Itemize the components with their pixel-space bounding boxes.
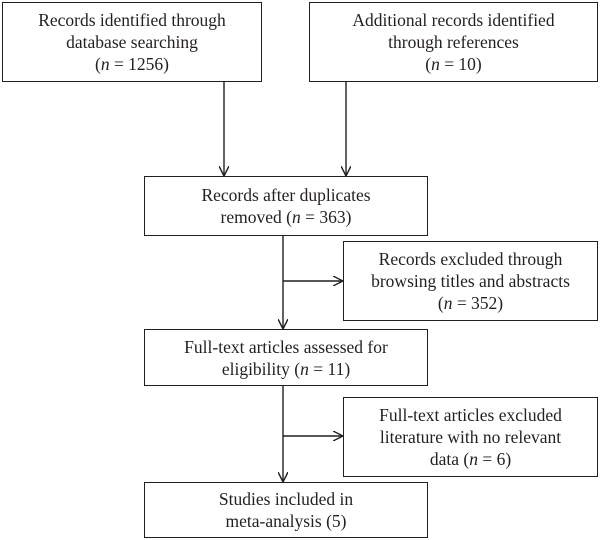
box-line: literature with no relevant (379, 427, 562, 447)
box-line: Full-text articles assessed for (184, 336, 388, 357)
box-studies-included: Studies included in meta-analysis (5) (144, 482, 428, 538)
box-count: (n = 10) (425, 54, 482, 74)
box-line: Additional records identified (352, 10, 555, 30)
box-count: eligibility (n = 11) (221, 358, 351, 379)
box-line: meta-analysis (5) (225, 511, 347, 531)
box-line: Full-text articles excluded (379, 405, 562, 425)
box-excluded-fulltext: Full-text articles excluded literature w… (343, 397, 598, 477)
box-additional-references: Additional records identified through re… (309, 2, 598, 82)
box-after-duplicates: Records after duplicates removed (n = 36… (144, 176, 428, 236)
box-line: database searching (66, 32, 198, 52)
box-line: Studies included in (218, 489, 354, 509)
box-line: Records excluded through (378, 249, 563, 269)
box-excluded-titles-abstracts: Records excluded through browsing titles… (343, 241, 598, 321)
box-count: removed (n = 363) (220, 207, 352, 227)
box-line: Records after duplicates (201, 185, 371, 205)
box-fulltext-assessed: Full-text articles assessed for eligibil… (144, 329, 428, 386)
box-count: (n = 1256) (94, 54, 170, 74)
box-count: data (n = 6) (429, 449, 512, 469)
box-count: (n = 352) (437, 293, 504, 313)
box-database-search: Records identified through database sear… (2, 2, 262, 82)
box-line: Records identified through (38, 10, 226, 30)
box-line: browsing titles and abstracts (371, 271, 570, 291)
box-line: through references (388, 32, 519, 52)
